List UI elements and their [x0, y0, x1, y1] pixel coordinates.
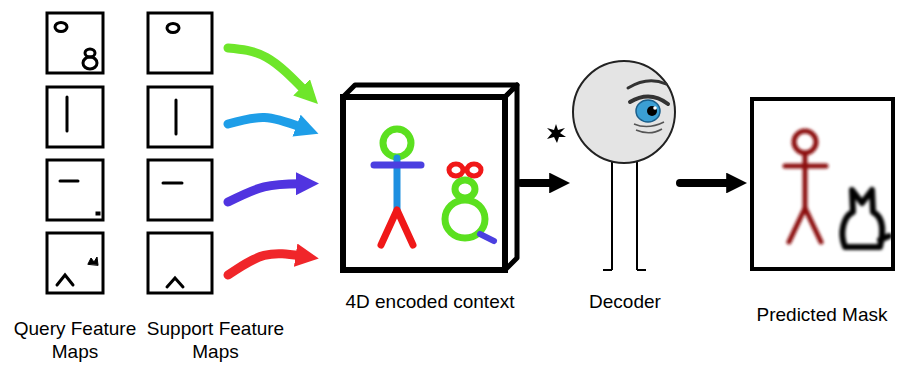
- cat-bow: [467, 164, 481, 176]
- decoder-figure: [547, 61, 675, 270]
- mask-arms: [785, 164, 826, 169]
- mask-figure: [785, 131, 826, 242]
- mask-node: Predicted Mask: [750, 97, 895, 271]
- feature-stroke: [167, 278, 183, 287]
- decoder-foot: [603, 269, 612, 271]
- feature-blob: [83, 57, 97, 69]
- feature-map-box: [148, 13, 212, 73]
- feature-map-box: [148, 233, 212, 293]
- feature-stroke: [175, 100, 178, 134]
- figure-arms: [374, 162, 421, 169]
- flow-arrow: [521, 179, 553, 187]
- caption-block: Support Feature Maps: [143, 318, 288, 364]
- decoder-iris: [636, 100, 660, 122]
- feature-map-box: [47, 13, 103, 73]
- caption-label: Support Feature Maps: [143, 318, 288, 364]
- caption-label: 4D encoded context: [330, 291, 530, 314]
- caption-block: Predicted Mask: [747, 304, 897, 327]
- decoder-wrinkle: [634, 122, 664, 133]
- splat-mark: [547, 124, 566, 143]
- decoder-eyelid: [630, 96, 668, 104]
- decoder-eyebrow: [628, 81, 666, 88]
- cat-bow: [449, 164, 463, 176]
- flow-arrow: [228, 118, 301, 128]
- decoder-leg: [636, 162, 638, 270]
- feature-map-box: [47, 160, 103, 220]
- caption-block: 4D encoded context: [330, 291, 530, 314]
- feature-map-stack: Query Feature Maps: [47, 13, 103, 293]
- feature-map-box: [47, 233, 103, 293]
- caption-label: Decoder: [560, 291, 690, 314]
- caption-label: Predicted Mask: [747, 304, 897, 327]
- feature-stroke: [163, 182, 182, 185]
- feature-blob: [55, 23, 67, 32]
- mask-frame: [752, 99, 893, 269]
- flow-arrow: [228, 184, 300, 202]
- mask-legs: [789, 208, 821, 242]
- feature-map-box: [148, 87, 212, 147]
- query-feature-maps: [47, 13, 103, 293]
- feature-map-box: [47, 87, 103, 147]
- mask-cat: [842, 190, 889, 247]
- figure-legs: [381, 210, 413, 245]
- mask-panel: [752, 99, 893, 269]
- feature-map-box: [148, 160, 212, 220]
- mask-head: [794, 131, 816, 153]
- feature-stroke: [66, 97, 69, 131]
- decoder-node: Decoder: [573, 61, 676, 273]
- caption-block: Query Feature Maps: [5, 318, 145, 364]
- decoder-pupil: [647, 106, 657, 116]
- context-cube: [343, 85, 517, 270]
- feature-stroke: [57, 275, 73, 285]
- feature-blob: [167, 24, 179, 33]
- decoder-glint: [653, 106, 657, 110]
- feature-blob: [88, 257, 98, 265]
- flow-arrow: [680, 179, 730, 187]
- flow-arrow: [228, 254, 300, 275]
- flow-arrow: [228, 48, 305, 91]
- feature-dot: [96, 212, 100, 215]
- context-cube-node: 4D encoded context: [343, 85, 517, 270]
- figure-head: [383, 129, 411, 157]
- mask-body: [803, 153, 808, 210]
- support-feature-maps: [148, 13, 212, 293]
- feature-stroke: [60, 180, 78, 183]
- decoder-leg: [611, 162, 613, 270]
- cat-head: [455, 180, 475, 198]
- cube-front: [343, 97, 505, 270]
- decoder-head: [573, 61, 675, 163]
- caption-block: Decoder: [560, 291, 690, 314]
- cat-tail: [480, 234, 494, 241]
- decoder-foot: [637, 269, 646, 271]
- feature-map-stack: Support Feature Maps: [148, 13, 212, 293]
- caption-label: Query Feature Maps: [5, 318, 145, 364]
